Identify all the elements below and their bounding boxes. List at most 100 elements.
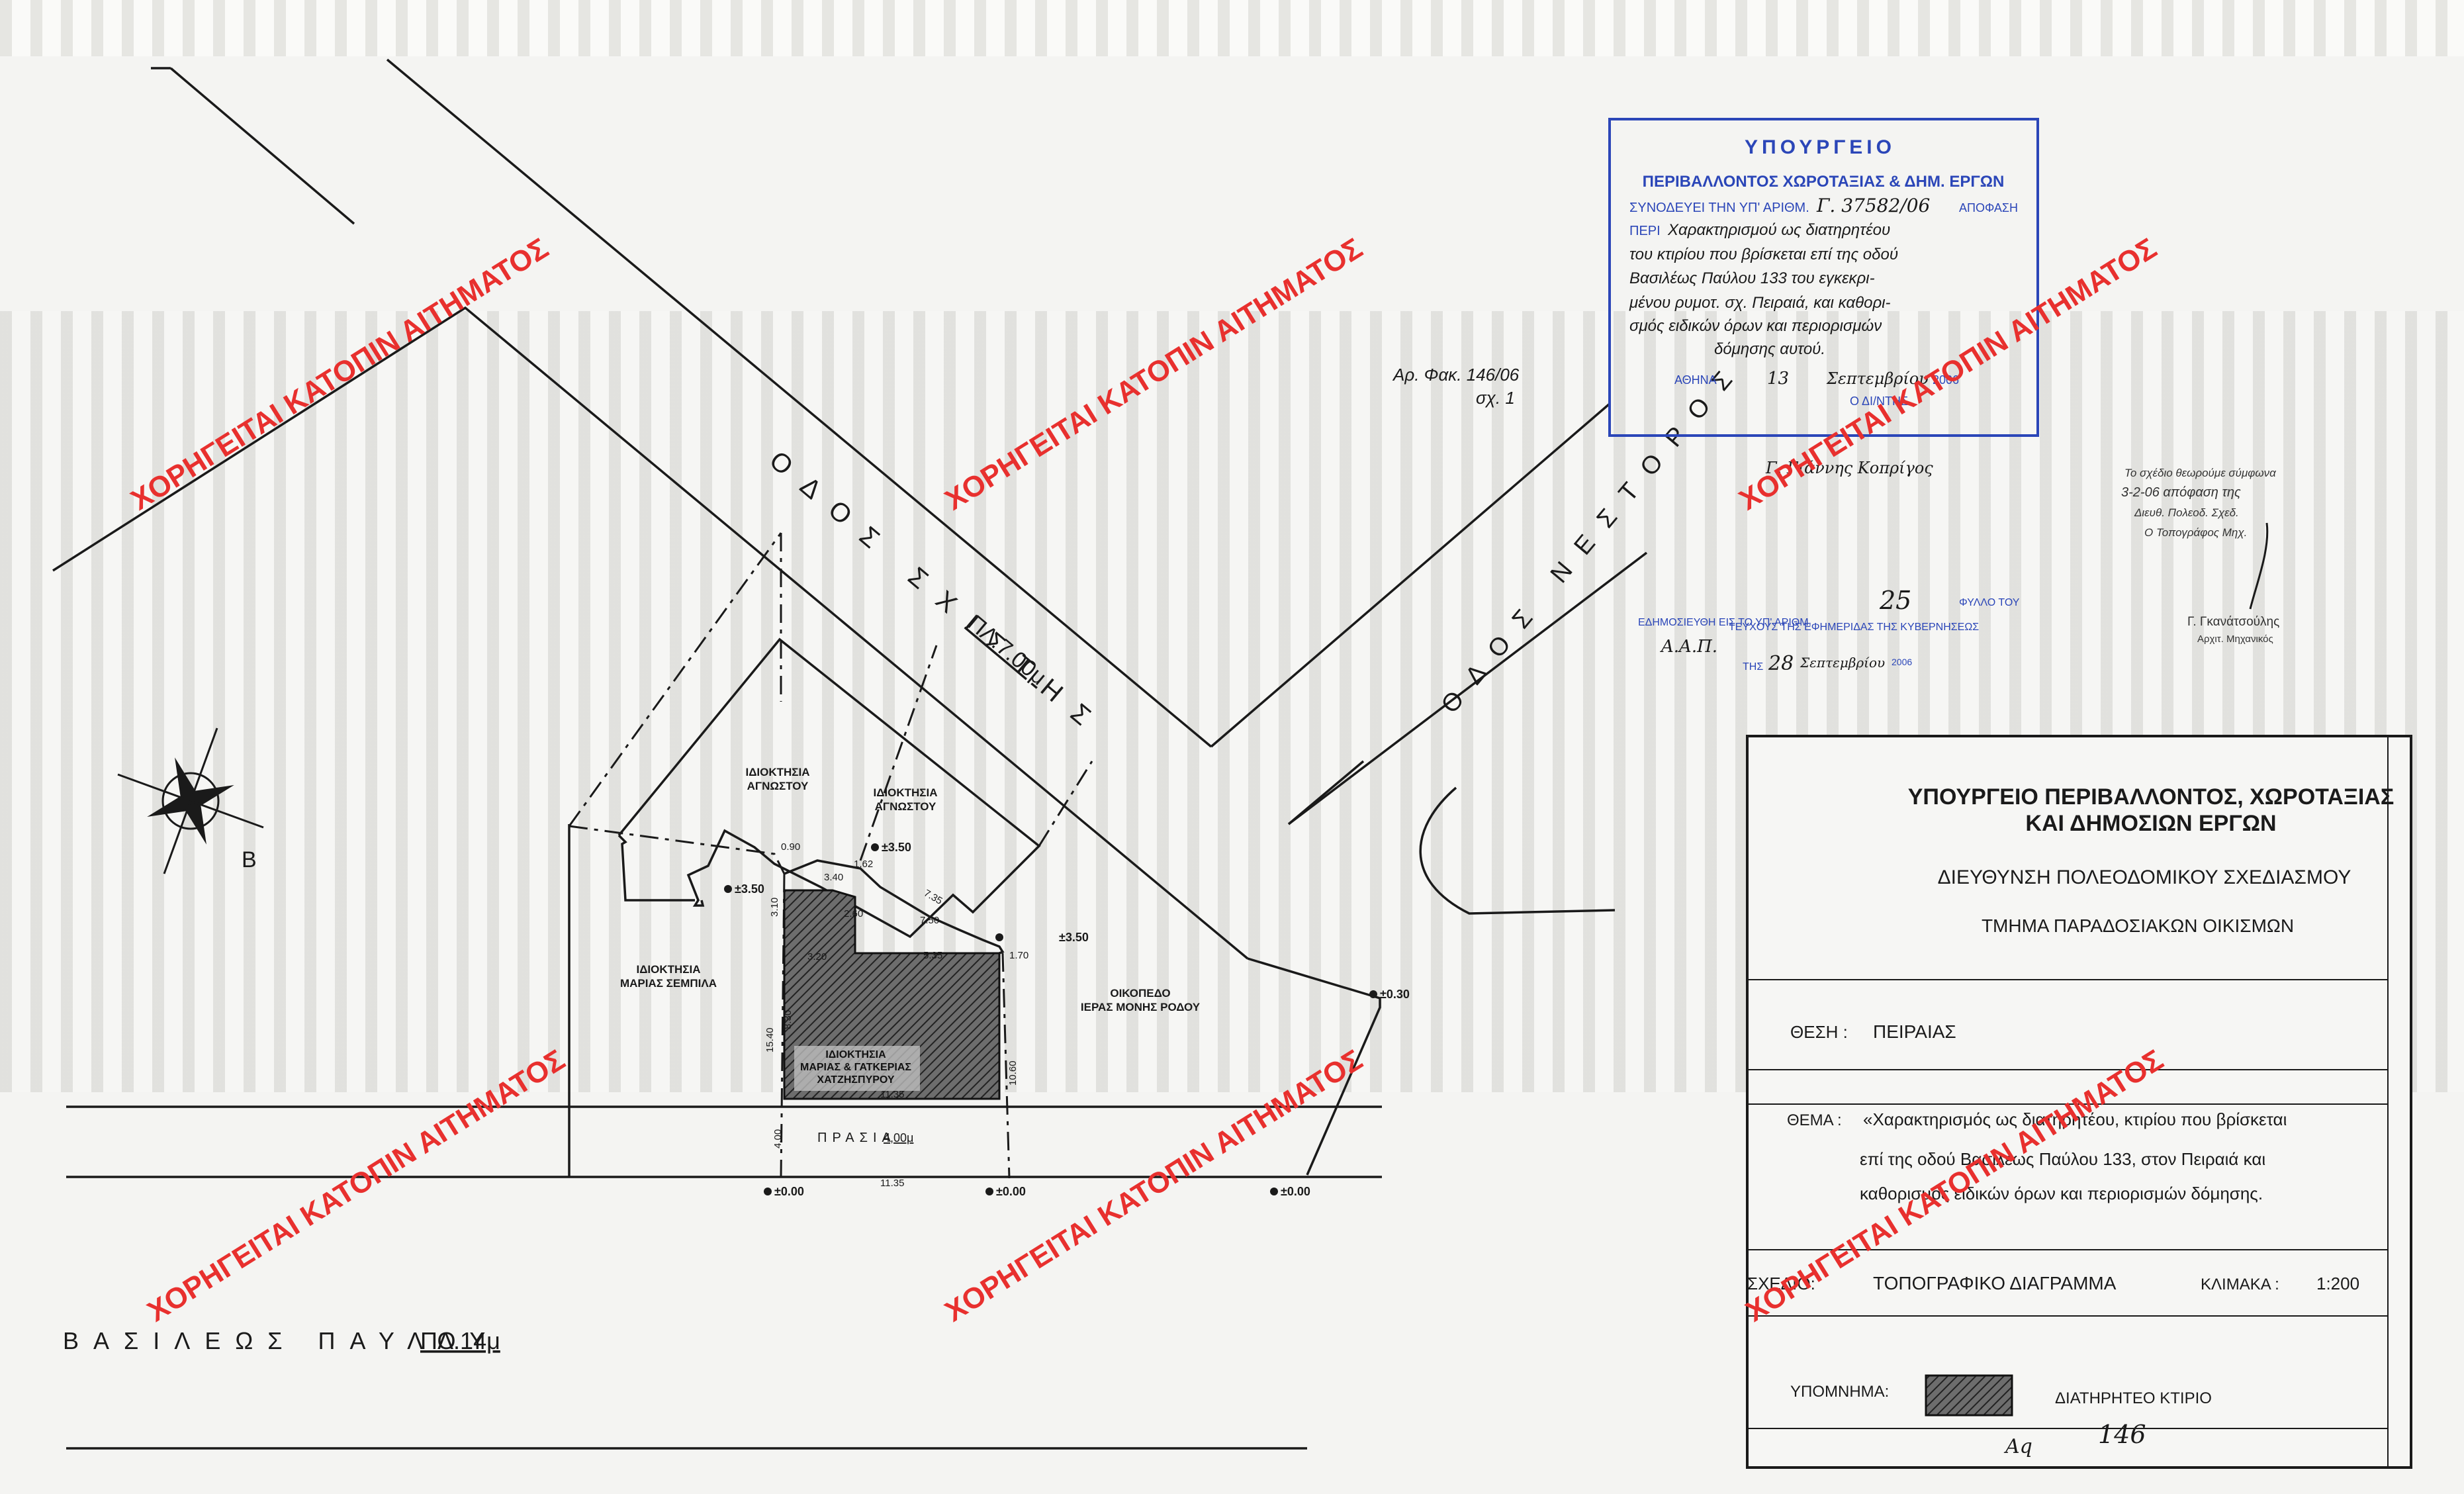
- svg-text:±0.30: ±0.30: [1380, 988, 1410, 1001]
- svg-text:ΑΠΟΦΑΣΗ: ΑΠΟΦΑΣΗ: [1959, 201, 2018, 214]
- street-nestoros-edge-a: [1210, 402, 1611, 748]
- ministry-title-1: ΥΠΟΥΡΓΕΙΟ ΠΕΡΙΒΑΛΛΟΝΤΟΣ, ΧΩΡΟΤΑΞΙΑΣ: [1908, 784, 2395, 810]
- svg-text:ΟΙΚΟΠΕΔΟ: ΟΙΚΟΠΕΔΟ: [1110, 987, 1170, 1000]
- building-owner-label: ΙΔΙΟΚΤΗΣΙΑ ΜΑΡΙΑΣ & ΓΑΤΚΕΡΙΑΣ ΧΑΤΖΗΣΠΥΡΟ…: [794, 1046, 920, 1091]
- svg-text:ΙΕΡΑΣ ΜΟΝΗΣ ΡΟΔΟΥ: ΙΕΡΑΣ ΜΟΝΗΣ ΡΟΔΟΥ: [1081, 1001, 1201, 1013]
- svg-text:Γ. Γκανάτσούλης: Γ. Γκανάτσούλης: [2187, 615, 2279, 629]
- drawing-label: ΣΧΕΔΙΟ:: [1747, 1274, 1815, 1293]
- street-vasileos-width: ΠΛ.14μ: [420, 1327, 500, 1354]
- svg-text:ΧΟΡΗΓΕΙΤΑΙ ΚΑΤΟΠΙΝ ΑΙΤΗΜΑΤΟΣ: ΧΟΡΗΓΕΙΤΑΙ ΚΑΤΟΠΙΝ ΑΙΤΗΜΑΤΟΣ: [142, 1043, 570, 1328]
- svg-text:ΤΗΣ: ΤΗΣ: [1743, 661, 1763, 673]
- svg-text:±0.00: ±0.00: [774, 1185, 804, 1198]
- svg-text:3-2-06 απόφαση της: 3-2-06 απόφαση της: [2121, 485, 2241, 500]
- subject-label: ΘΕΜΑ :: [1787, 1111, 1842, 1129]
- svg-text:ΦΥΛΛΟ ΤΟΥ: ΦΥΛΛΟ ΤΟΥ: [1959, 597, 2020, 608]
- svg-text:Ο ΔΙ/ΝΤΗΣ: Ο ΔΙ/ΝΤΗΣ: [1850, 395, 1908, 408]
- svg-text:δόμησης αυτού.: δόμησης αυτού.: [1714, 340, 1825, 358]
- gazette-stamp: ΕΔΗΜΟΣΙΕΥΘΗ ΕΙΣ ΤΟ ΥΠ' ΑΡΙΘΜ. 25 ΦΥΛΛΟ Τ…: [1638, 586, 2020, 675]
- svg-text:ΙΔΙΟΚΤΗΣΙΑ: ΙΔΙΟΚΤΗΣΙΑ: [825, 1049, 886, 1060]
- svg-text:Διευθ. Πολεοδ. Σχεδ.: Διευθ. Πολεοδ. Σχεδ.: [2134, 506, 2239, 519]
- subject-line-3: καθορισμός ειδικών όρων και περιορισμών …: [1860, 1184, 2263, 1203]
- svg-text:ΕΔΗΜΟΣΙΕΥΘΗ ΕΙΣ ΤΟ ΥΠ' ΑΡΙΘΜ.: ΕΔΗΜΟΣΙΕΥΘΗ ΕΙΣ ΤΟ ΥΠ' ΑΡΙΘΜ.: [1638, 617, 1811, 628]
- file-reference: Αρ. Φακ. 146/06 σχ. 1: [1392, 365, 1520, 408]
- legend-hatch-swatch: [1925, 1374, 2013, 1417]
- prasia-width: 4,00μ: [884, 1131, 913, 1144]
- svg-text:2006: 2006: [1933, 373, 1959, 387]
- svg-text:ΙΔΙΟΚΤΗΣΙΑ: ΙΔΙΟΚΤΗΣΙΑ: [636, 963, 700, 976]
- svg-text:15.40: 15.40: [764, 1027, 776, 1052]
- subject-line-1: «Χαρακτηρισμός ως διατηρητέου, κτιρίου π…: [1863, 1109, 2287, 1129]
- svg-text:ΧΟΡΗΓΕΙΤΑΙ ΚΑΤΟΠΙΝ ΑΙΤΗΜΑΤΟΣ: ΧΟΡΗΓΕΙΤΑΙ ΚΑΤΟΠΙΝ ΑΙΤΗΜΑΤΟΣ: [939, 232, 1368, 516]
- svg-text:Σεπτεμβρίου: Σεπτεμβρίου: [1826, 369, 1929, 388]
- svg-text:5.35: 5.35: [923, 950, 942, 961]
- street-schisti-label: ΟΔΟΣ ΣΧΙΣΤΗΣ: [764, 445, 1111, 743]
- elevation-markers: ±3.50 ±3.50 ±3.50 ±0.30 ±0.00 ±0.00 ±0.0…: [724, 841, 1410, 1198]
- svg-text:3.40: 3.40: [824, 872, 843, 883]
- svg-text:ΙΔΙΟΚΤΗΣΙΑ: ΙΔΙΟΚΤΗΣΙΑ: [745, 766, 809, 778]
- svg-text:Αρ. Φακ. 146/06: Αρ. Φακ. 146/06: [1392, 365, 1520, 385]
- hand-number: 146: [2098, 1420, 2146, 1449]
- street-vasileos-label: ΒΑΣΙΛΕΩΣ ΠΑΥΛΟΥ: [63, 1327, 500, 1354]
- street-lines: [52, 58, 1648, 1450]
- department: ΤΜΗΜΑ ΠΑΡΑΔΟΣΙΑΚΩΝ ΟΙΚΙΣΜΩΝ: [1982, 915, 2294, 936]
- legend-item: ΔΙΑΤΗΡΗΤΕΟ ΚΤΙΡΙΟ: [2055, 1389, 2212, 1407]
- svg-text:7.35: 7.35: [922, 888, 944, 907]
- svg-text:±3.50: ±3.50: [735, 882, 764, 896]
- svg-text:11.35: 11.35: [880, 1089, 904, 1100]
- svg-text:ΑΓΝΩΣΤΟΥ: ΑΓΝΩΣΤΟΥ: [747, 780, 809, 792]
- svg-text:25: 25: [1879, 586, 1911, 615]
- svg-text:13: 13: [1767, 369, 1789, 389]
- svg-text:Ο Τοπογράφος Μηχ.: Ο Τοπογράφος Μηχ.: [2144, 526, 2247, 539]
- svg-text:ΣΥΝΟΔΕΥΕΙ ΤΗΝ ΥΠ' ΑΡΙΘΜ.: ΣΥΝΟΔΕΥΕΙ ΤΗΝ ΥΠ' ΑΡΙΘΜ.: [1629, 201, 1809, 215]
- svg-text:Γ. 37582/06: Γ. 37582/06: [1816, 195, 1930, 216]
- signature-note: Γ. Γιάννης Κοπρίγος: [1765, 459, 1933, 477]
- svg-text:10.60: 10.60: [1007, 1060, 1019, 1086]
- drawing-value: ΤΟΠΟΓΡΑΦΙΚΟ ΔΙΑΓΡΑΜΜΑ: [1873, 1273, 2117, 1293]
- svg-text:ΙΔΙΟΚΤΗΣΙΑ: ΙΔΙΟΚΤΗΣΙΑ: [873, 786, 937, 799]
- svg-text:ΧΑΤΖΗΣΠΥΡΟΥ: ΧΑΤΖΗΣΠΥΡΟΥ: [817, 1074, 895, 1086]
- dimension-labels: 0.90 3.10 15.40 8.30 3.20 3.40 2.60 7.35…: [764, 841, 1028, 1189]
- right-handwritten-note: Το σχέδιο θεωρούμε σύμφωνα 3-2-06 απόφασ…: [2121, 467, 2279, 645]
- title-block: ΥΠΟΥΡΓΕΙΟ ΠΕΡΙΒΑΛΛΟΝΤΟΣ, ΧΩΡΟΤΑΞΙΑΣ ΚΑΙ …: [1746, 735, 2412, 1469]
- street-schisti-width: ΠΛ.7.00μ: [963, 610, 1052, 690]
- svg-text:11.35: 11.35: [880, 1178, 904, 1189]
- street-nestoros-curve: [1419, 786, 1616, 915]
- svg-text:ΤΕΥΧΟΥΣ ΤΗΣ ΕΦΗΜΕΡΙΔΑΣ ΤΗΣ ΚΥΒ: ΤΕΥΧΟΥΣ ΤΗΣ ΕΦΗΜΕΡΙΔΑΣ ΤΗΣ ΚΥΒΕΡΝΗΣΕΩΣ: [1729, 622, 1979, 633]
- svg-text:μένου ρυμοτ. σχ. Πειραιά, και: μένου ρυμοτ. σχ. Πειραιά, και καθορι-: [1629, 294, 1891, 312]
- street-schisti-edge-a: [386, 58, 1212, 748]
- svg-text:4.00: 4.00: [772, 1129, 784, 1148]
- scan-band-top: [0, 0, 2464, 56]
- svg-text:1.62: 1.62: [854, 859, 873, 870]
- svg-text:Σεπτεμβρίου: Σεπτεμβρίου: [1800, 655, 1885, 671]
- svg-text:Α.Α.Π.: Α.Α.Π.: [1660, 637, 1717, 657]
- svg-text:του κτιρίου που βρίσκεται επί: του κτιρίου που βρίσκεται επί της οδού: [1629, 246, 1898, 263]
- svg-text:7.50: 7.50: [920, 915, 939, 926]
- directorate: ΔΙΕΥΘΥΝΣΗ ΠΟΛΕΟΔΟΜΙΚΟΥ ΣΧΕΔΙΑΣΜΟΥ: [1938, 866, 2351, 888]
- neighbour-outline: [617, 637, 1041, 939]
- svg-text:±0.00: ±0.00: [1281, 1185, 1310, 1198]
- svg-text:Βασιλέως Παύλου 133 του εγκεκρ: Βασιλέως Παύλου 133 του εγκεκρι-: [1629, 269, 1875, 287]
- north-arrow-icon: [117, 727, 264, 874]
- svg-text:8.30: 8.30: [782, 1010, 794, 1029]
- svg-text:ΑΘΗΝΑ: ΑΘΗΝΑ: [1674, 373, 1717, 387]
- scale-value: 1:200: [2316, 1274, 2359, 1293]
- ministry-title-2: ΚΑΙ ΔΗΜΟΣΙΩΝ ΕΡΓΩΝ: [2025, 811, 2276, 836]
- svg-text:ΧΟΡΗΓΕΙΤΑΙ ΚΑΤΟΠΙΝ ΑΙΤΗΜΑΤΟΣ: ΧΟΡΗΓΕΙΤΑΙ ΚΑΤΟΠΙΝ ΑΙΤΗΜΑΤΟΣ: [125, 232, 554, 516]
- svg-text:28: 28: [1768, 652, 1794, 675]
- svg-text:±3.50: ±3.50: [882, 841, 911, 854]
- north-label: Β: [242, 847, 257, 872]
- subject-line-2: επί της οδού Βασιλέως Παύλου 133, στον Π…: [1860, 1149, 2265, 1169]
- street-schisti-edge-b: [52, 306, 1249, 960]
- svg-text:2.60: 2.60: [844, 908, 863, 919]
- scale-label: ΚΛΙΜΑΚΑ :: [2201, 1276, 2279, 1293]
- svg-text:σχ. 1: σχ. 1: [1476, 388, 1515, 408]
- signature-stroke: [2249, 522, 2269, 610]
- svg-text:3.10: 3.10: [769, 898, 780, 917]
- hand-code: Αq: [2003, 1435, 2032, 1458]
- svg-text:Αρχιτ. Μηχανικός: Αρχιτ. Μηχανικός: [2197, 633, 2273, 645]
- svg-text:1.70: 1.70: [1009, 950, 1028, 961]
- legend-label: ΥΠΟΜΝΗΜΑ:: [1790, 1383, 1889, 1401]
- street-nestoros-edge-b: [1287, 551, 1648, 825]
- svg-text:±0.00: ±0.00: [996, 1185, 1026, 1198]
